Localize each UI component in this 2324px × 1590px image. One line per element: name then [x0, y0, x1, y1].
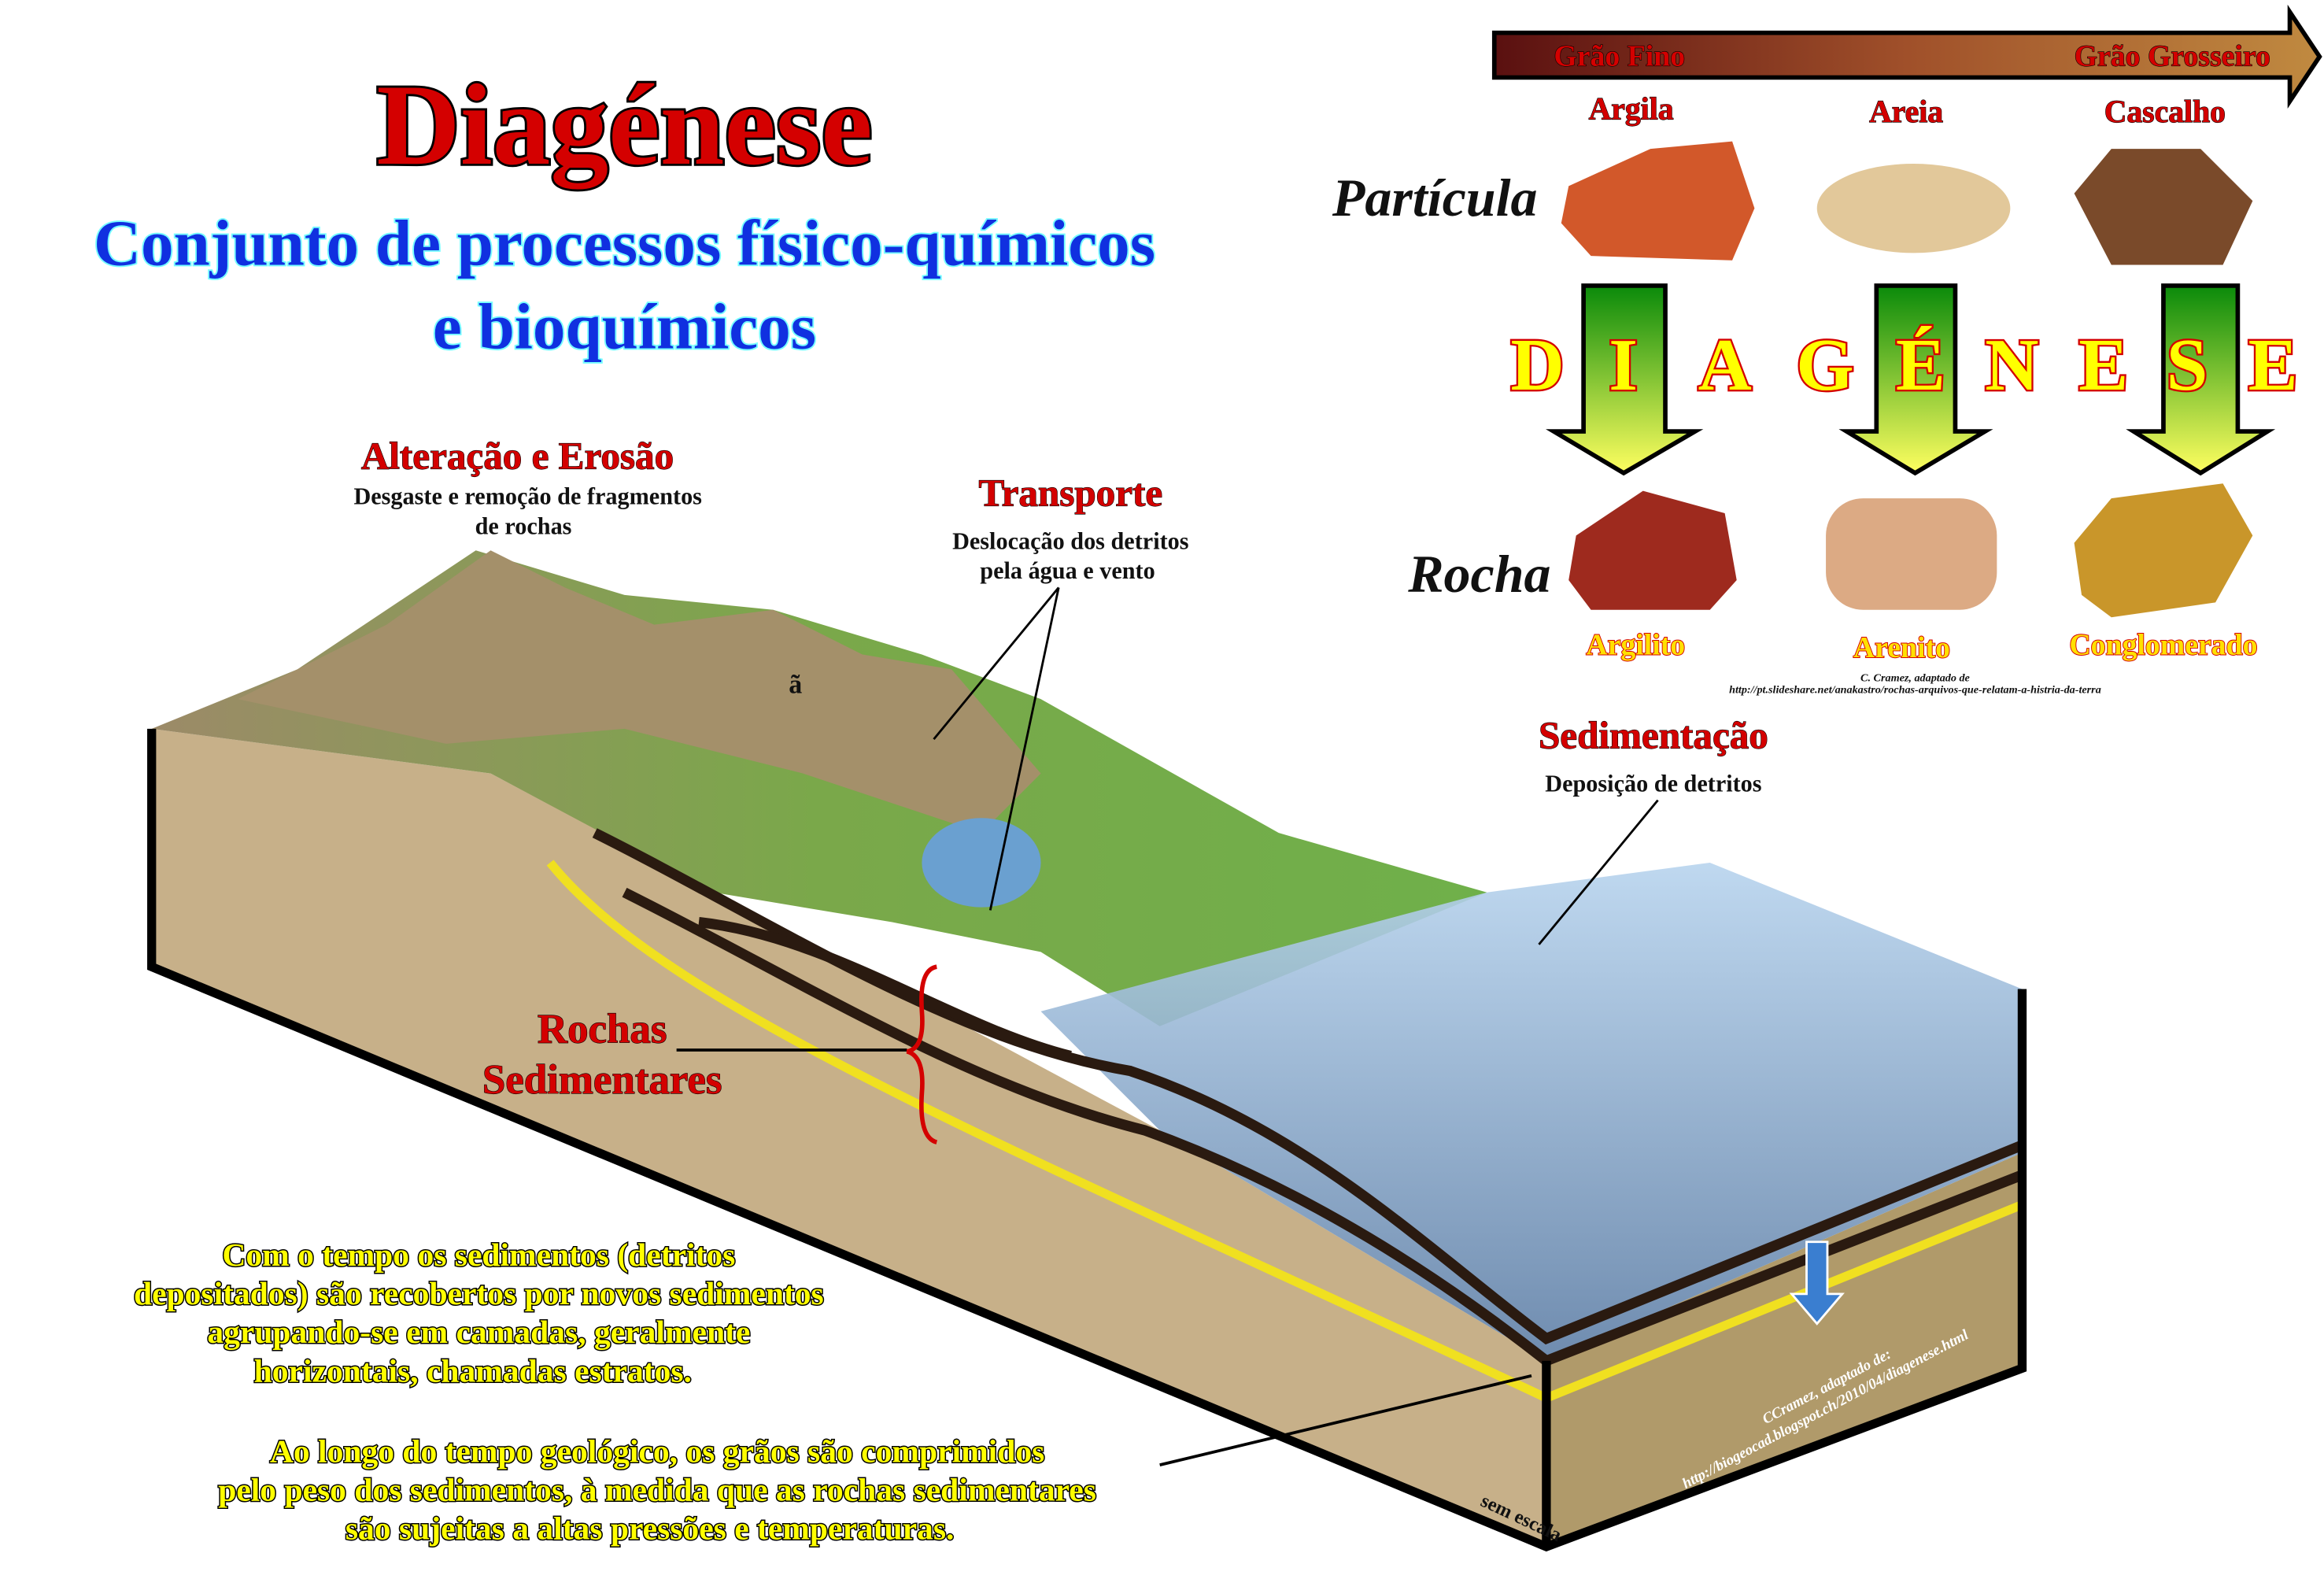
- block-front-face: [151, 728, 1546, 1547]
- svg-text:Ao longo do tempo geológico, o: Ao longo do tempo geológico, os grãos sã…: [270, 1433, 1044, 1469]
- strata-yellow: [546, 860, 2024, 1403]
- sedimentary-rocks-label-2: Sedimentares: [482, 1057, 722, 1103]
- mountains: [238, 550, 1041, 834]
- compaction-pointer-line: [1159, 1374, 1532, 1466]
- rock-mudstone: Argilito: [1586, 628, 1685, 661]
- svg-text:agrupando-se em camadas, geral: agrupando-se em camadas, geralmente: [207, 1314, 750, 1350]
- strata-dark-3: [698, 916, 1072, 1061]
- gravel-image: [2074, 149, 2253, 265]
- subtitle-line-1: Conjunto de processos físico-químicos: [94, 206, 1155, 279]
- paragraph-strata: Com o tempo os sedimentos (detritos depo…: [132, 1235, 825, 1389]
- paragraph-compaction: Ao longo do tempo geológico, os grãos sã…: [217, 1432, 1098, 1547]
- block-diagram: [147, 550, 2027, 1552]
- conglomerate-image: [2074, 483, 2253, 618]
- stray-character: ã: [789, 671, 802, 700]
- erosion-desc-2: de rochas: [475, 512, 572, 539]
- subtitle-line-2: e bioquímicos: [433, 290, 816, 362]
- particle-sand: Areia: [1869, 94, 1943, 129]
- svg-text:Com o tempo os sedimentos (det: Com o tempo os sedimentos (detritos: [222, 1237, 735, 1274]
- sedimentary-rocks-label-1: Rochas: [538, 1007, 667, 1052]
- erosion-desc-1: Desgaste e remoção de fragmentos: [353, 483, 702, 510]
- sand-image: [1816, 163, 2011, 253]
- strata-dark-2: [622, 887, 2024, 1367]
- svg-text:D I A G: D I A G É N E S E: [1511, 324, 2298, 406]
- sedimentation-desc: Deposição de detritos: [1545, 770, 1762, 797]
- transport-desc-1: Deslocação dos detritos: [952, 527, 1189, 554]
- transport-pointer-lines: [933, 586, 1060, 911]
- particle-label: Partícula: [1332, 168, 1538, 227]
- lake: [922, 818, 1041, 908]
- clay-image: [1561, 141, 1755, 261]
- credit-top-line-2: http://pt.slideshare.net/anakastro/rocha…: [1729, 684, 2101, 697]
- rock-label: Rocha: [1407, 544, 1550, 604]
- mudstone-image: [1568, 490, 1737, 610]
- diagenese-letters: D I A G É N E S E: [1509, 323, 2300, 409]
- fine-grain-label: Grão Fino: [1554, 39, 1685, 72]
- coarse-grain-label: Grão Grosseiro: [2075, 39, 2270, 72]
- svg-text:horizontais, chamadas estratos: horizontais, chamadas estratos.: [254, 1352, 692, 1388]
- sandstone-image: [1826, 498, 1997, 610]
- strata-brace: [906, 964, 938, 1144]
- rock-sandstone: Arenito: [1853, 631, 1950, 664]
- sedimentation-pointer-line: [1538, 799, 1659, 945]
- sea: [1040, 862, 2023, 1361]
- svg-text:pelo peso dos sedimentos, à me: pelo peso dos sedimentos, à medida que a…: [218, 1471, 1096, 1507]
- particle-gravel: Cascalho: [2104, 94, 2226, 129]
- svg-text:depositados) são recobertos po: depositados) são recobertos por novos se…: [134, 1275, 824, 1312]
- erosion-title: Alteração e Erosão: [361, 434, 674, 477]
- sedimentation-title: Sedimentação: [1539, 713, 1768, 756]
- particle-clay: Argila: [1589, 91, 1674, 126]
- transport-desc-2: pela água e vento: [980, 557, 1155, 584]
- credit-top-line-1: C. Cramez, adaptado de: [1860, 671, 1970, 684]
- svg-text:são sujeitas a altas pressões: são sujeitas a altas pressões e temperat…: [345, 1510, 955, 1547]
- diagenesis-arrows: [1546, 283, 2276, 476]
- grain-size-arrow: Grão Fino Grão Grosseiro: [1491, 4, 2322, 109]
- strata-dark-1: [592, 828, 2024, 1345]
- transport-title: Transporte: [978, 471, 1162, 515]
- down-arrow-icon: [1789, 1241, 1845, 1326]
- page-title: Diagénese: [376, 61, 872, 190]
- rock-conglomerate: Conglomerado: [2069, 628, 2257, 661]
